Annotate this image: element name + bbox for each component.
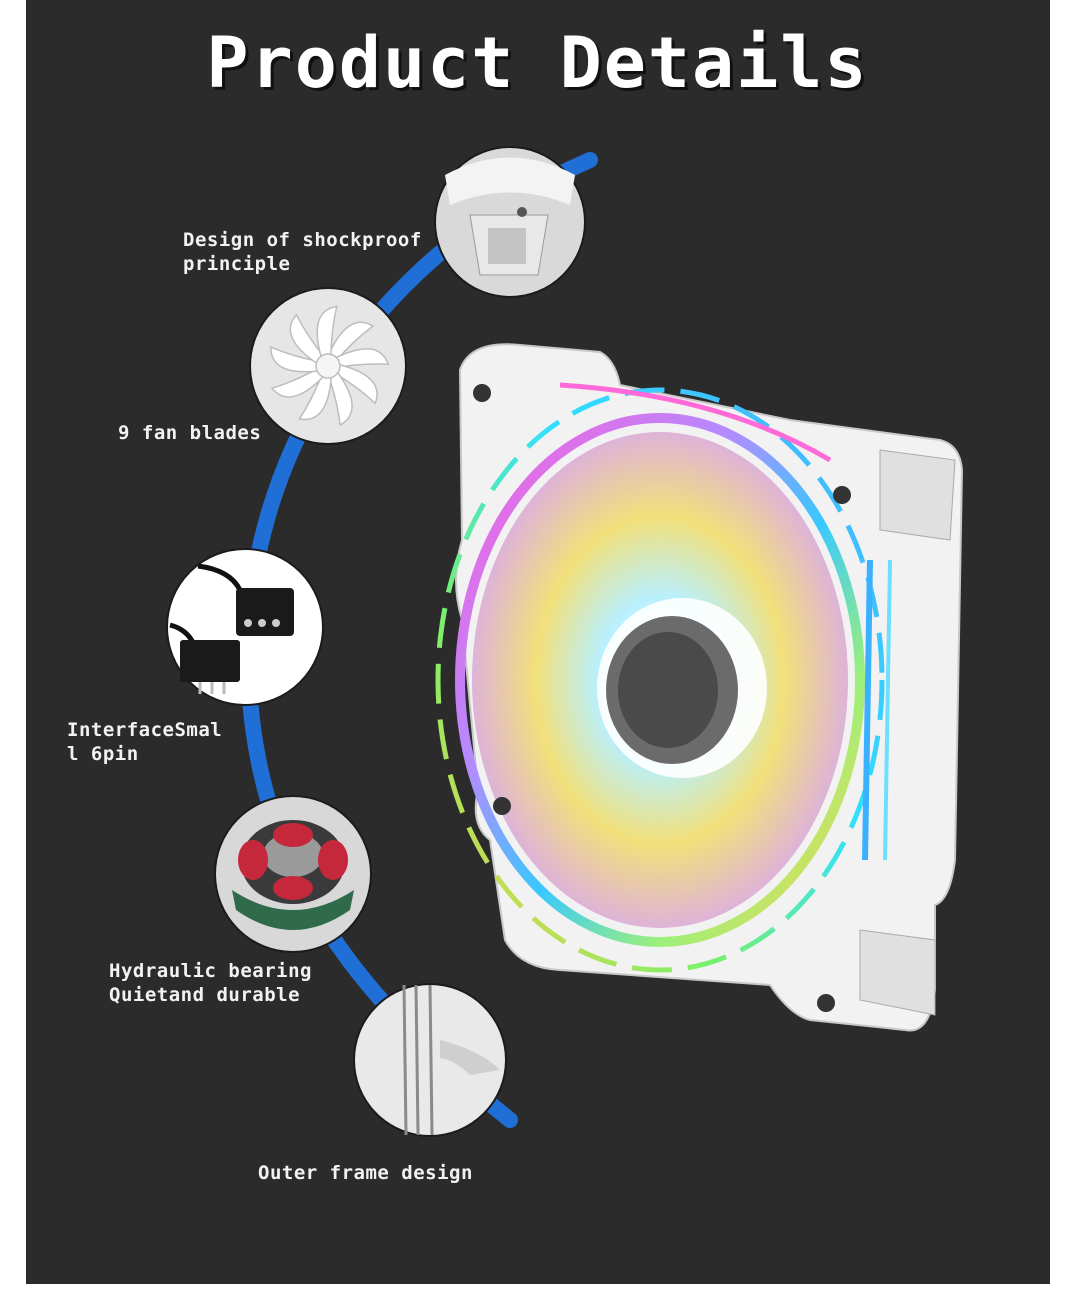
bearing-label: Hydraulic bearing Quietand durable (109, 960, 312, 1006)
bearing-thumbnail (214, 795, 372, 953)
frame-thumbnail (353, 983, 507, 1137)
fan-blades-label: 9 fan blades (118, 422, 262, 444)
fan-blades-thumbnail (249, 287, 407, 445)
connector-thumbnail (166, 548, 324, 706)
page-title: Product Details (206, 22, 869, 104)
frame-label: Outer frame design (258, 1162, 473, 1184)
rgb-fan (435, 343, 964, 1032)
interface-label: InterfaceSmal l 6pin (67, 719, 223, 765)
shockproof-thumbnail (434, 146, 586, 298)
shockproof-label: Design of shockproof principle (183, 229, 422, 275)
